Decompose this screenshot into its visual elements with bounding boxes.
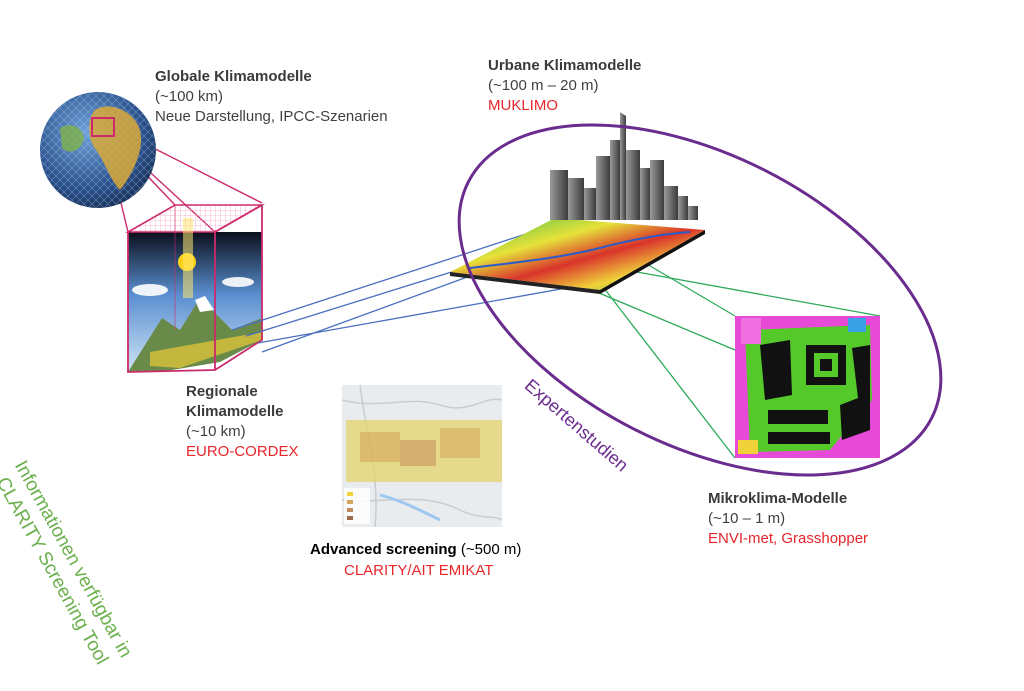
regional-model-cube	[125, 204, 265, 373]
advanced-screening-map	[341, 384, 503, 528]
advanced-screening-model: CLARITY/AIT EMIKAT	[344, 562, 494, 579]
microclimate-model-title: Mikroklima-Modelle	[708, 490, 848, 507]
regional-model-label: Regionale Klimamodelle (~10 km) EURO-COR…	[186, 382, 299, 462]
expert-studies-ellipse	[457, 123, 943, 477]
globe-icon	[40, 92, 156, 208]
urban-model-resolution: (~100 m – 20 m)	[488, 77, 599, 94]
global-model-title: Globale Klimamodelle	[155, 68, 312, 85]
microclimate-map	[735, 316, 880, 458]
urban-model-title: Urbane Klimamodelle	[488, 57, 642, 74]
diagram-canvas	[40, 92, 943, 528]
advanced-screening-label: Advanced screening (~500 m)	[310, 540, 521, 560]
cube-to-urban-lines	[231, 229, 601, 353]
advanced-screening-title: Advanced screening	[310, 541, 457, 558]
urban-model-label: Urbane Klimamodelle (~100 m – 20 m) MUKL…	[488, 56, 641, 116]
advanced-screening-resolution: (~500 m)	[456, 541, 522, 558]
microclimate-model-label: Mikroklima-Modelle (~10 – 1 m) ENVI-met,…	[708, 489, 868, 549]
regional-model-title-1: Regionale	[186, 383, 258, 400]
urban-map-illustration	[450, 218, 705, 294]
microclimate-model-name: ENVI-met, Grasshopper	[708, 530, 869, 547]
global-model-resolution: (~100 km)	[155, 88, 223, 105]
urban-model-name: MUKLIMO	[488, 97, 559, 114]
regional-model-name: EURO-CORDEX	[186, 443, 299, 460]
city-skyline-icon	[550, 112, 698, 220]
regional-model-title-2: Klimamodelle	[186, 403, 284, 420]
global-model-description: Neue Darstellung, IPCC-Szenarien	[155, 108, 388, 125]
regional-model-resolution: (~10 km)	[186, 423, 246, 440]
urban-to-micro-lines	[579, 259, 881, 459]
global-model-label: Globale Klimamodelle (~100 km) Neue Dars…	[155, 67, 388, 127]
microclimate-model-resolution: (~10 – 1 m)	[708, 510, 786, 527]
